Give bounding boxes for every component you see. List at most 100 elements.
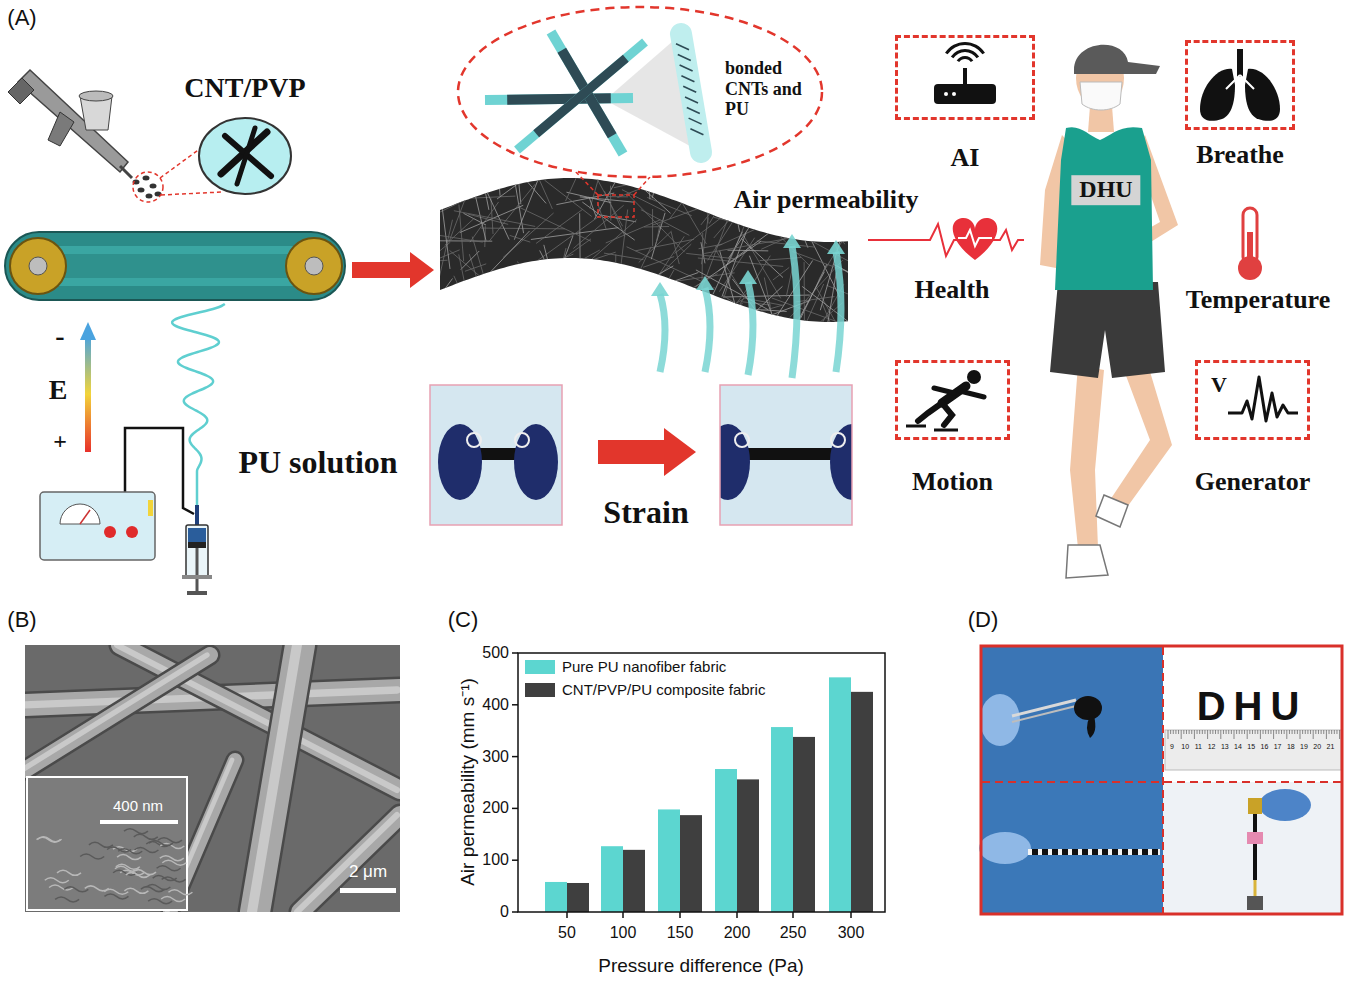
nanofiber-fabric-part-part [454, 148, 515, 167]
sample-photos-part [1231, 730, 1232, 734]
sample-photos-part [1204, 730, 1205, 734]
strain-photos-part-part [831, 433, 845, 447]
nanofiber-fabric-part-part [793, 144, 829, 154]
nanofiber-fabric-part-part [497, 150, 500, 196]
ruler-number: 20 [1313, 743, 1321, 751]
bar-chart-part [512, 704, 518, 706]
sample-photos-part [1247, 730, 1248, 739]
sem-micrograph-part [134, 834, 158, 839]
nanofiber-fabric-part-part [450, 250, 496, 289]
y-tick-label: 100 [482, 851, 509, 869]
airflow-arrows-part [651, 282, 669, 296]
sample-photos-part [1194, 730, 1195, 739]
callout-ellipse-part [536, 58, 626, 134]
nanofiber-fabric-part-part [849, 214, 850, 237]
bar-chart-part [518, 653, 885, 912]
sample-photos-part [1268, 730, 1269, 734]
nanofiber-fabric-part-part [526, 315, 584, 377]
router-icon-part [934, 84, 996, 104]
process-arrow-part [352, 252, 434, 288]
legend-text: Pure PU nanofiber fabric [562, 658, 726, 675]
strain-photos-part [720, 385, 852, 525]
callout-ellipse-part [605, 34, 701, 152]
nanofiber-fabric-part-part [677, 274, 718, 297]
bar-chart-part [545, 882, 567, 912]
ruler-number: 18 [1287, 743, 1295, 751]
runner-figure [1040, 45, 1178, 578]
x-tick-label: 300 [838, 924, 865, 942]
airflow-arrows-part [660, 294, 665, 372]
axis-title: Pressure difference (Pa) [598, 955, 804, 977]
sem-micrograph-part [25, 645, 400, 912]
nanofiber-fabric-part-part [413, 260, 447, 262]
airflow-arrows-part [748, 282, 753, 375]
x-tick-label: 200 [724, 924, 751, 942]
runner-figure-part [1070, 365, 1104, 548]
polarity-sign: + [53, 428, 67, 456]
nanofiber-fabric-part-part [680, 311, 693, 329]
bar-chart-part [512, 652, 518, 654]
sem-micrograph-part [126, 872, 150, 877]
nanofiber-fabric-part-part [715, 250, 742, 292]
ruler-number: 17 [1274, 743, 1282, 751]
sample-photos-part [1265, 730, 1266, 734]
y-tick-label: 400 [482, 696, 509, 714]
airbrush-part [146, 194, 153, 199]
cnt-pvp-droplet-part [237, 128, 255, 184]
sample-photos-part [1247, 832, 1263, 844]
nanofiber-fabric-part-part [468, 214, 508, 224]
legend-swatch [525, 683, 555, 697]
nanofiber-fabric-part-part [827, 285, 879, 306]
airbrush-part [79, 91, 113, 101]
nanofiber-fabric-part-part [811, 211, 834, 241]
node-label: AI [951, 143, 980, 173]
callout-ellipse-part [458, 7, 822, 177]
sample-photos-part [1165, 730, 1341, 770]
sample-photos-part [1183, 730, 1184, 734]
airflow-arrows-part [783, 234, 801, 248]
nanofiber-fabric-part-part [644, 226, 669, 227]
router-icon [898, 38, 1032, 117]
fiber-closeup-callout: bonded CNTs and PU [455, 4, 825, 180]
nanofiber-fabric-part-part [439, 181, 450, 269]
nanofiber-fabric-part-part [582, 220, 636, 268]
sample-photos-part [1259, 789, 1311, 821]
nanofiber-fabric-part-part [465, 264, 486, 271]
axis-title: Air permeability (mm s⁻¹) [457, 678, 479, 886]
legend-entry: Pure PU nanofiber fabric [525, 658, 726, 675]
nanofiber-fabric-part-part [488, 161, 495, 183]
sample-photos-part [1270, 730, 1271, 734]
field-arrow-part [80, 322, 96, 340]
sem-micrograph-part [146, 885, 170, 890]
nanofiber-fabric-part-part [434, 179, 485, 185]
nanofiber-fabric-part-part [796, 236, 840, 237]
strain-photos-part [430, 385, 562, 525]
airbrush-part [161, 192, 222, 195]
sample-photos-part [1294, 730, 1295, 734]
power-supply [40, 428, 194, 560]
syringe-part [195, 505, 199, 527]
nanofiber-fabric-part-part [699, 244, 723, 249]
airbrush-part [133, 172, 163, 202]
sem-micrograph-part [162, 860, 186, 865]
nanofiber-fabric-part-part [713, 232, 743, 295]
airbrush-part [120, 166, 132, 178]
motion-icon-box: Motion [895, 360, 1010, 502]
strain-photos-part [598, 428, 696, 476]
process-arrow [352, 252, 434, 288]
nanofiber-fabric-part-part [566, 177, 577, 201]
sample-photos-part [1173, 730, 1174, 734]
nanofiber-fabric-part-part [676, 191, 707, 196]
runner-figure-part [1110, 365, 1172, 510]
y-tick-label: 500 [482, 644, 509, 662]
sample-photos-part [1310, 730, 1311, 734]
nanofiber-fabric-part-part [561, 250, 600, 271]
skater-icon [898, 363, 1007, 437]
sem-micrograph-part [80, 854, 104, 859]
nanofiber-fabric-part-part [564, 290, 629, 294]
sem-micrograph-part-part [252, 645, 297, 912]
health-symbol-part [958, 230, 992, 246]
runner-figure-part [1050, 282, 1165, 378]
sample-photos-part [1321, 730, 1322, 734]
bar-chart-part [512, 756, 518, 758]
